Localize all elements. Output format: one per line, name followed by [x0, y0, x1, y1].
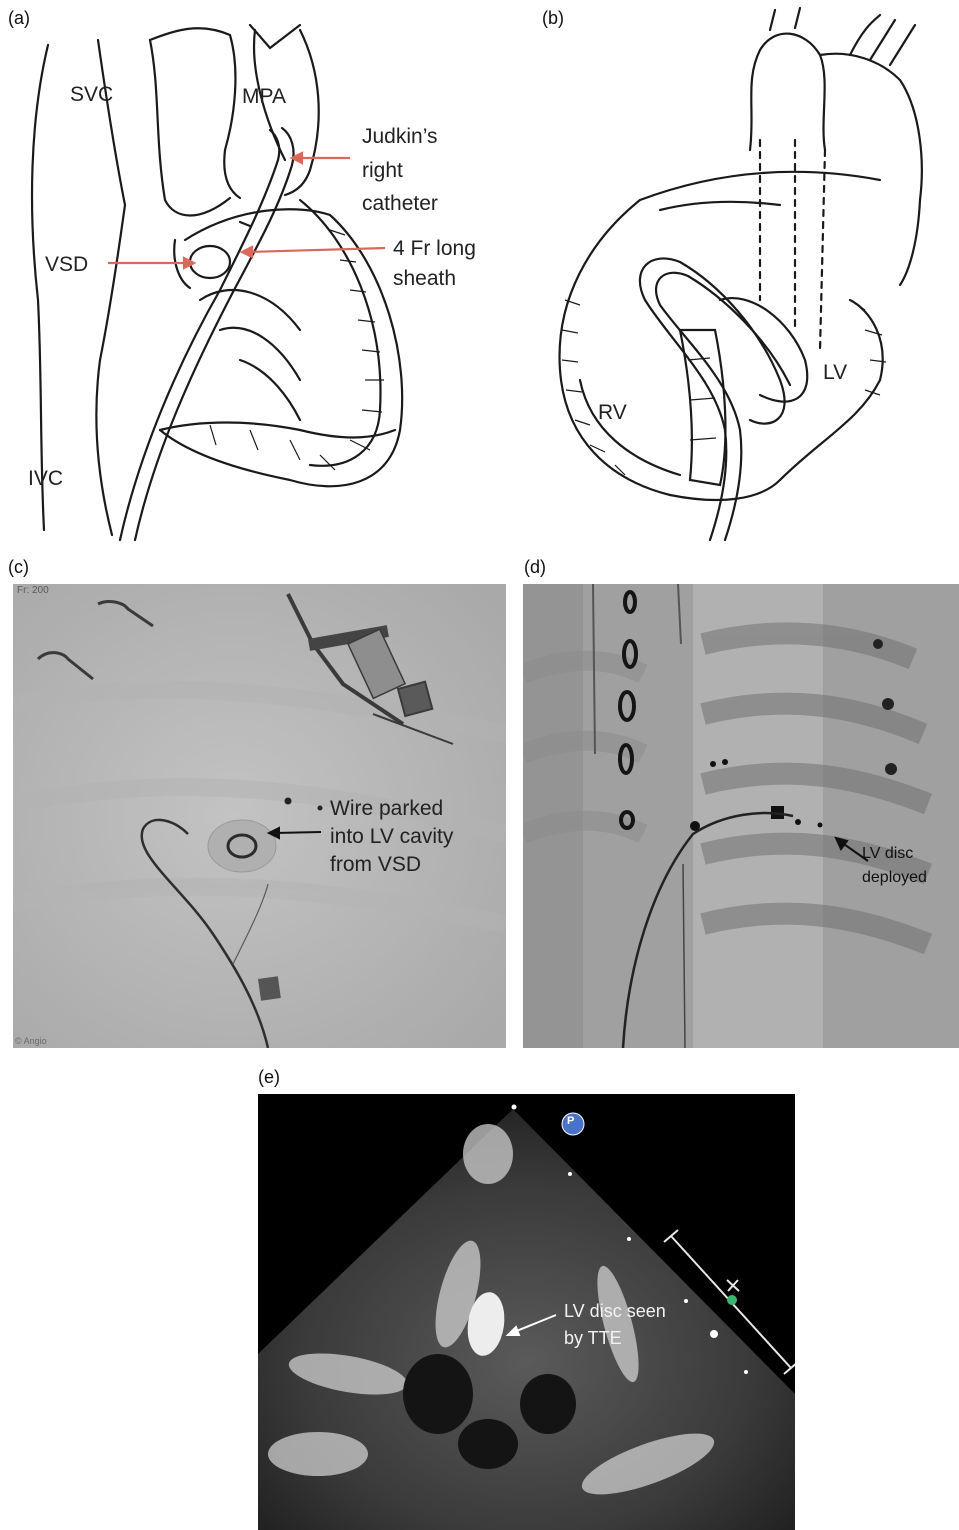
panel-c-letter: (c): [8, 557, 29, 578]
sheath-arrow: [248, 248, 385, 252]
vsd-label: VSD: [45, 252, 88, 277]
judkins-catheter: [120, 130, 279, 540]
mpa-label: MPA: [242, 84, 286, 109]
fluoro-overlay-bottom: © Angio: [15, 1036, 47, 1047]
sheath-label-line2: sheath: [393, 266, 456, 291]
judkins-label-line1: Judkin’s: [362, 124, 438, 149]
ivc-label: IVC: [28, 466, 63, 491]
panel-e-letter: (e): [258, 1067, 280, 1088]
panel-e-annotation-line1: LV disc seen: [564, 1300, 666, 1323]
panel-b-drawing: [520, 0, 959, 545]
mpa-left: [150, 40, 230, 216]
panel-c-annotation-line1: Wire parked: [330, 796, 443, 821]
aortic-arch: [750, 34, 825, 150]
mpa-branch: [250, 25, 300, 48]
judkins-label-line2: right: [362, 158, 403, 183]
panel-d-annotation-line2: deployed: [862, 868, 927, 887]
lv-label: LV: [823, 360, 847, 385]
fluoro-ring: [208, 820, 276, 872]
svc-ivc-right-wall: [96, 40, 125, 535]
heart-outer: [560, 200, 780, 500]
panel-c-annotation-line2: into LV cavity: [330, 824, 453, 849]
judkins-label-line3: catheter: [362, 191, 438, 216]
svc-ivc-left-wall: [32, 45, 48, 530]
fluoro-overlay-top: Fr: 200: [17, 585, 49, 597]
mpa-top: [150, 28, 230, 40]
orientation-marker-label: P: [567, 1115, 574, 1128]
sheath-label-line1: 4 Fr long: [393, 236, 476, 261]
rv-label: RV: [598, 400, 627, 425]
panel-d-letter: (d): [524, 557, 546, 578]
svc-label: SVC: [70, 82, 113, 107]
wall-hatching: [210, 230, 384, 470]
panel-c-arrow: [275, 832, 321, 833]
panel-d-fluoroscopy: [523, 584, 959, 1048]
panel-c-annotation-line3: from VSD: [330, 852, 421, 877]
vsd-defect: [190, 246, 230, 278]
panel-d-annotation-line1: LV disc: [862, 844, 913, 863]
panel-e-echocardiogram: P: [258, 1094, 795, 1530]
catheter-loop: [640, 258, 785, 540]
panel-e-annotation-line2: by TTE: [564, 1327, 622, 1350]
